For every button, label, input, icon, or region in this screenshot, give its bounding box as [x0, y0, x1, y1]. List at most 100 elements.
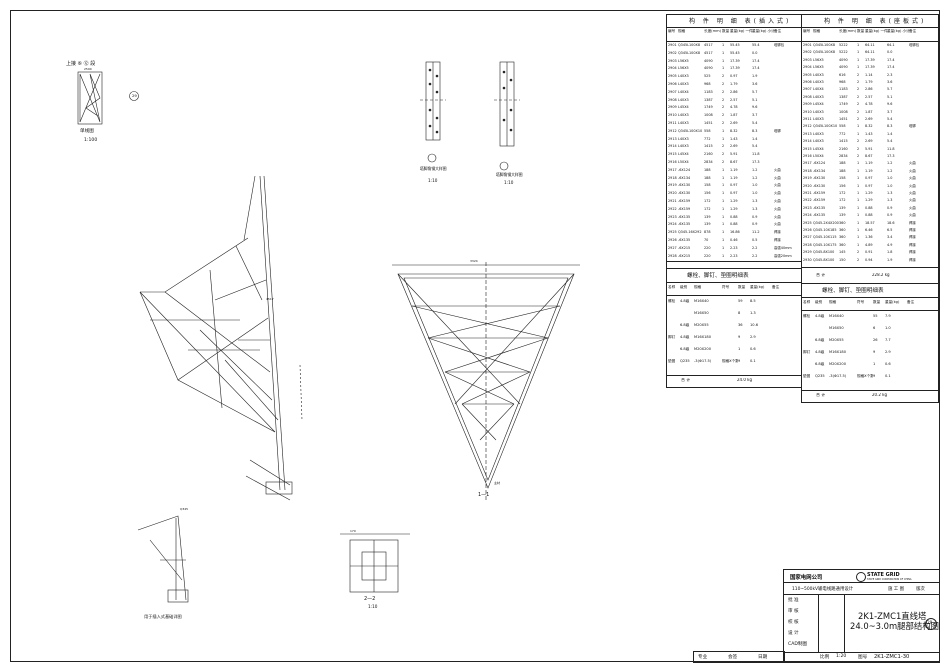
table-cell: 1.3 [887, 191, 893, 195]
table-cell: 55.45 [730, 43, 740, 47]
table-cell: 1.87 [865, 109, 873, 114]
table-cell: 0.9 [887, 205, 893, 210]
col-symbol: 符号 [857, 300, 865, 304]
table-cell: 772 [704, 136, 711, 141]
section-2-drawing [340, 533, 410, 593]
table-cell: 火曲 [909, 176, 916, 181]
signoff-strip: 专业 会签 日期 [693, 651, 785, 663]
table-cell: 26 [873, 338, 878, 342]
table-cell: -6X135 [678, 238, 691, 242]
table-cell: 4090 [839, 65, 848, 70]
table-cell: L45X4 [813, 102, 824, 107]
table-cell: 158 [839, 176, 846, 181]
table-cell: 55.45 [730, 50, 740, 55]
col-id: 编号 [668, 29, 676, 33]
table-cell: 2928 [668, 253, 677, 258]
member-table-right-title: 构 件 明 细 表(座板式) [824, 18, 927, 25]
table-cell: Q345-16X292 [678, 230, 702, 235]
table-cell: 1.0 [885, 326, 891, 330]
table-cell: 2922 [803, 198, 812, 203]
svg-text:2590: 2590 [84, 67, 92, 71]
table-cell: 360 [839, 228, 846, 232]
table-cell: 2 [722, 113, 725, 118]
table-cell: 1.19 [730, 175, 738, 180]
col-remark: 备注 [774, 29, 782, 33]
table-cell: 1 [857, 220, 860, 225]
table-cell: 1 [857, 235, 860, 240]
table-cell: 1.2 [752, 167, 758, 172]
table-cell: 1.29 [730, 199, 738, 203]
table-cell: 64.11 [865, 50, 875, 55]
table-cell: 2 [722, 74, 725, 79]
table-cell: M16X50 [829, 326, 844, 330]
col-remark: 备注 [907, 300, 915, 304]
role-cad: CAD制图 [788, 642, 808, 647]
table-cell: 1.0 [887, 176, 893, 181]
table-cell: 1 [722, 214, 725, 219]
table-cell: 2923 [803, 205, 812, 210]
member-table-left-title: 构 件 明 细 表(插入式) [689, 18, 792, 25]
table-cell: 5.4 [752, 121, 758, 125]
table-cell: 2.9 [750, 335, 756, 339]
table-cell: M20X200 [694, 347, 711, 351]
bolt-table-right-header: 名称级别规格符号数量重量(kg)备注 [803, 300, 937, 304]
table-cell: 1 [857, 161, 860, 166]
table-cell: -6X130 [678, 183, 691, 188]
detail-a-caption: 塔脚角钢大样图 [420, 166, 447, 171]
table-cell: 脚钉 [668, 335, 676, 339]
table-cell: L56X5 [813, 57, 824, 62]
table-cell: -6X135 [678, 214, 691, 219]
col-qty: 数量 [857, 29, 865, 33]
table-cell: 焊接 [909, 220, 916, 225]
table-cell: 150 [839, 257, 846, 262]
table-cell: Q345L100X8 [813, 43, 835, 47]
table-cell: 17.3 [752, 160, 760, 164]
company-name: 国家电网公司 [790, 575, 823, 581]
table-cell: 1 [722, 245, 725, 250]
table-cell: 2 [857, 94, 860, 99]
table-cell: 2911 [668, 121, 677, 125]
table-cell: 2909 [668, 105, 677, 110]
table-cell: 2 [857, 139, 860, 144]
table-cell: -6X134 [678, 175, 691, 180]
table-cell: 1 [722, 175, 725, 180]
table-cell: 2902 [803, 50, 812, 55]
table-cell: 2905 [668, 74, 677, 79]
brand-subtitle: STATE GRID CORPORATION OF CHINA [867, 578, 912, 581]
table-cell: 11.8 [752, 152, 760, 157]
sheet-mark: 29 [927, 620, 933, 625]
table-cell: 2901 [803, 43, 812, 47]
table-cell: 7.7 [885, 338, 891, 342]
table-cell: 8.32 [730, 128, 738, 133]
table-cell: 1.2 [752, 175, 758, 180]
member-table-right-header: 编号规格长度(mm)数量重量(kg) 一件重量(kg) 小计备注 [803, 29, 937, 33]
table-cell: 1415 [704, 144, 713, 149]
table-cell: 4.8级 [815, 314, 825, 318]
table-cell: 36 [738, 323, 743, 327]
col-name: 名称 [803, 300, 811, 304]
table-cell: 1.0 [887, 183, 893, 188]
table-cell: 1.19 [730, 167, 738, 172]
table-cell: -6X159 [678, 199, 691, 203]
table-cell: 0.97 [865, 183, 873, 188]
table-cell: 5.7 [887, 87, 893, 92]
drawing-title-line-1: 2K1-ZMC1直线塔 [858, 611, 927, 621]
table-cell: 垫圈 [803, 374, 811, 378]
table-cell: 1.29 [865, 191, 873, 195]
svg-text:主材: 主材 [494, 480, 500, 485]
table-cell: 139 [839, 213, 846, 218]
table-cell: 1 [857, 191, 860, 195]
table-cell: 1 [857, 131, 860, 136]
table-cell: 172 [704, 206, 711, 211]
table-cell: 1.29 [730, 206, 738, 211]
table-cell: 1 [722, 167, 725, 172]
